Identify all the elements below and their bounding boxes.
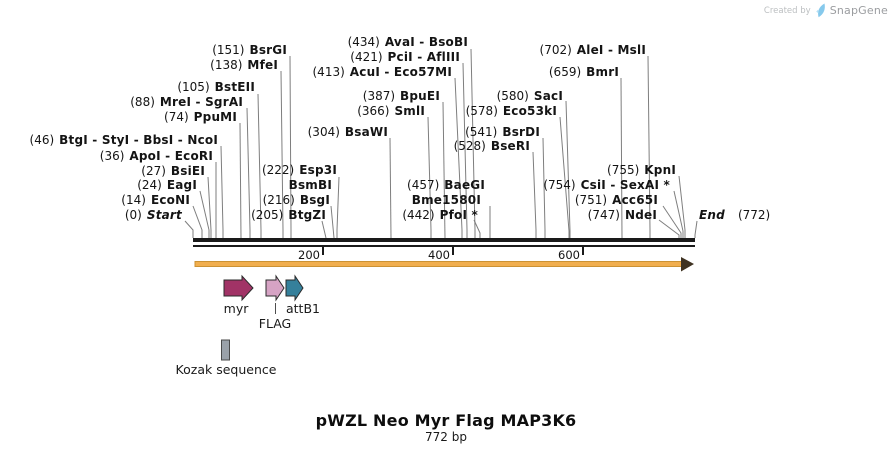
ruler-label-200: 200 [298,248,320,262]
line-mrei [246,107,251,238]
line-kpni [678,175,686,238]
line-bsgi [330,205,335,239]
enzyme-label[interactable]: (702)AleI - MslI [539,43,646,57]
enzyme-label[interactable]: (387)BpuEI [362,89,440,103]
feature-arrow-myr[interactable] [223,274,254,302]
map-title: pWZL Neo Myr Flag MAP3K6 [315,411,577,430]
line-esp3i [336,176,340,238]
enzyme-label[interactable]: BsmBI [288,178,332,192]
enzyme-label[interactable]: (138)MfeI [210,58,278,72]
snapgene-watermark: Created by SnapGene [764,3,888,18]
enzyme-label[interactable]: Bme1580I [411,193,481,207]
line-btgi [220,145,224,238]
enzyme-label[interactable]: (222)Esp3I [261,163,337,177]
enzyme-label[interactable]: (747)NdeI [587,208,657,222]
enzyme-label[interactable]: (74)PpuMI [164,110,237,124]
enzyme-label[interactable]: (457)BaeGI [407,178,485,192]
ruler-tick-400 [452,247,454,255]
enzyme-label[interactable]: (580)SacI [496,89,563,103]
line-smli [427,116,432,238]
enzyme-label[interactable]: (27)BsiEI [141,164,205,178]
enzyme-label[interactable]: (216)BsgI [262,193,330,207]
enzyme-label[interactable]: (366)SmlI [357,104,425,118]
enzyme-label[interactable]: (36)ApoI - EcoRI [99,149,213,163]
line-ndei [658,219,680,238]
line-pcii [462,62,468,238]
enzyme-label[interactable]: (304)BsaWI [307,125,388,139]
start-label[interactable]: (0)Start [124,208,182,222]
line-avai [470,48,476,238]
line-mfei [280,70,284,238]
feature-label-flag[interactable]: FLAG [258,316,292,331]
line-alei [647,55,651,238]
enzyme-label[interactable]: (14)EcoNI [121,193,190,207]
feature-box-kozak[interactable] [221,339,230,361]
enzyme-label[interactable]: (46)BtgI - StyI - BbsI - NcoI [29,133,218,147]
ruler-label-400: 400 [428,248,450,262]
line-econi [192,205,203,238]
line-saci [565,100,571,238]
map-length: 772 bp [425,430,467,444]
enzyme-label[interactable]: (88)MreI - SgrAI [130,95,243,109]
line-bsrgi [289,55,292,238]
feature-label-attb1[interactable]: attB1 [286,301,320,316]
line-pfoi [473,219,481,238]
enzyme-label[interactable]: (541)BsrDI [465,125,540,139]
line-end [694,220,698,238]
ruler-tick-200 [322,247,324,255]
line-eagi [199,190,210,238]
line-acc65i [662,205,682,238]
ruler-label-600: 600 [558,248,580,262]
enzyme-label[interactable]: (659)BmrI [548,65,619,79]
created-by-text: Created by [763,5,811,16]
backbone-arrowhead-icon[interactable] [681,257,694,272]
snapgene-brand-text: SnapGene [829,4,888,17]
line-acui [454,77,463,238]
enzyme-label[interactable]: (434)AvaI - BsoBI [347,35,468,49]
line-bsawi [389,137,392,239]
line-start [184,220,194,238]
line-csii [673,190,684,238]
connector-lines [184,48,698,239]
line-bmri [620,77,623,239]
line-bsiei [207,176,212,238]
ruler-line-thick [193,238,695,242]
line-bsrdi [542,137,546,238]
enzyme-label[interactable]: (421)PciI - AflIII [350,50,460,64]
end-label[interactable]: End(772) [699,208,771,222]
ruler-tick-600 [582,247,584,255]
enzyme-label[interactable]: (528)BseRI [453,139,530,153]
enzyme-label[interactable]: (751)Acc65I [574,193,658,207]
enzyme-label[interactable]: (442)PfoI * [402,208,478,222]
enzyme-label[interactable]: (755)KpnI [607,163,676,177]
feature-arrow-attb1[interactable] [285,274,304,302]
enzyme-label[interactable]: (24)EagI [137,178,197,192]
line-bpuei [442,101,446,239]
enzyme-label[interactable]: (754)CsiI - SexAI * [543,178,670,192]
enzyme-label[interactable]: (413)AcuI - Eco57MI [312,65,452,79]
feature-label-kozak[interactable]: Kozak sequence [175,362,277,377]
ruler-line-thin [193,245,695,247]
feature-label-myr[interactable]: myr [223,301,249,316]
line-eco53ki [559,116,570,238]
line-btgzi [321,220,327,239]
enzyme-label[interactable]: (578)Eco53kI [465,104,557,118]
enzyme-label[interactable]: (205)BtgZI [251,208,326,222]
enzyme-label[interactable]: (105)BstEII [177,80,255,94]
enzyme-label[interactable]: (151)BsrGI [212,43,287,57]
line-bseri [532,151,537,238]
feature-arrow-flag[interactable] [265,274,285,302]
line-bsteii [257,93,262,238]
line-ppumi [239,122,242,239]
backbone-arrow-shaft[interactable] [194,261,683,267]
snapgene-logo-icon [815,3,825,18]
